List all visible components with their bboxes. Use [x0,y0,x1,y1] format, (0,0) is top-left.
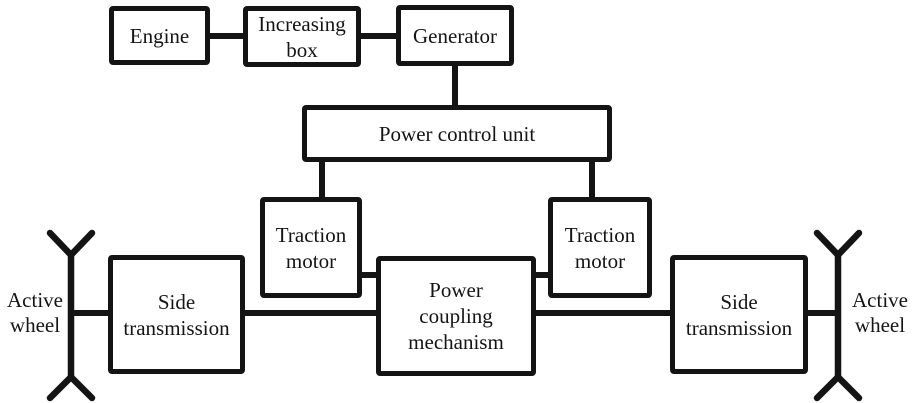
connector-pcu-traction-motor-right [589,158,595,201]
node-engine: Engine [109,6,210,65]
node-side-transmission-left: Side transmission [108,255,245,374]
connector-side-transmission-right-wheel [804,310,840,316]
connector-pcu-traction-motor-left [319,158,325,201]
node-generator: Generator [396,5,514,66]
node-power-control-unit: Power control unit [302,105,612,162]
node-traction-motor-right-label: Traction motor [564,222,636,273]
node-traction-motor-left: Traction motor [260,197,362,298]
node-power-coupling-mechanism: Power coupling mechanism [376,256,536,376]
node-traction-motor-left-label: Traction motor [275,222,347,273]
connector-engine-increasing-box [205,33,247,39]
node-power-coupling-mechanism-label: Power coupling mechanism [408,278,504,354]
connector-pcm-traction-motor-right [531,272,552,278]
active-wheel-right-text: Active wheel [852,288,908,337]
node-generator-label: Generator [413,23,497,48]
active-wheel-label-right: Active wheel [848,288,912,338]
active-wheel-left-text: Active wheel [7,288,63,337]
node-increasing-box: Increasing box [243,6,361,67]
connector-pcm-side-transmission-right [531,310,674,316]
node-side-transmission-right: Side transmission [670,255,808,374]
node-increasing-box-label: Increasing box [258,11,346,62]
connector-generator-power-control-unit [452,60,458,110]
active-wheel-label-left: Active wheel [2,288,68,338]
active-wheel-icon-right [813,229,863,402]
connector-wheel-left-side-transmission [71,310,112,316]
node-side-transmission-left-label: Side transmission [123,289,230,340]
connector-side-transmission-left-pcm [241,310,380,316]
node-power-control-unit-label: Power control unit [378,121,536,146]
active-wheel-icon-left [46,229,96,402]
node-traction-motor-right: Traction motor [548,197,652,298]
connector-traction-motor-left-pcm [358,272,380,278]
connector-increasing-box-generator [357,33,400,39]
node-side-transmission-right-label: Side transmission [685,289,793,340]
node-engine-label: Engine [129,23,190,48]
